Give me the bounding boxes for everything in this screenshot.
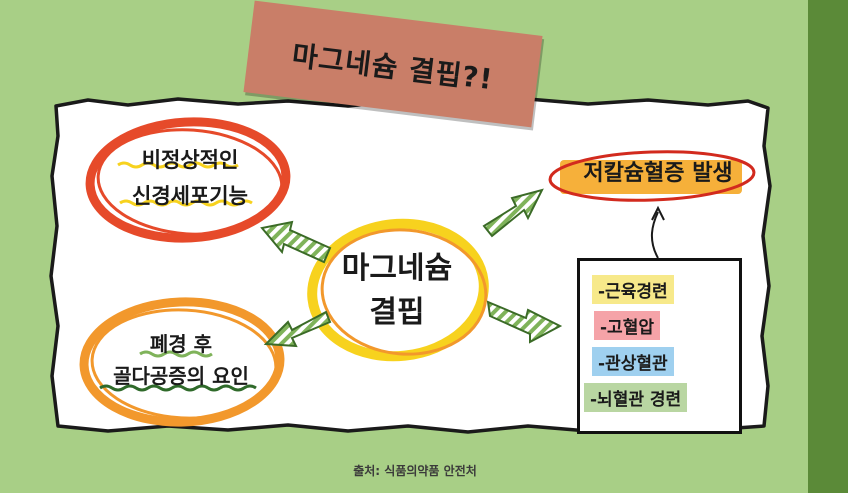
circle-top-left (85, 117, 291, 243)
node-top-left-line1: 비정상적인 (141, 148, 239, 172)
circle-bottom-left (79, 297, 285, 427)
symptom-item: -뇌혈관 경련 (584, 383, 688, 412)
symptom-item: -고혈압 (594, 311, 660, 340)
thin-arrow-up-icon (651, 205, 665, 259)
node-bottom-left-line1: 폐경 후 (149, 332, 213, 356)
node-top-left-line2: 신경세포기능 (132, 184, 248, 208)
node-top-left: 비정상적인 신경세포기능 (105, 142, 275, 214)
circle-center (307, 218, 489, 362)
source-caption: 출처: 식품의약품 안전처 (353, 464, 477, 478)
node-top-right: 저칼슘혈증 발생 (583, 161, 733, 186)
symptom-item: -근육경련 (592, 275, 674, 304)
node-center-line2: 결핍 (369, 295, 425, 330)
symptoms-box: -근육경련 -고혈압 -관상혈관 -뇌혈관 경련 (577, 258, 742, 434)
striped-arrow-icon (260, 188, 563, 348)
node-bottom-left: 폐경 후 골다공증의 요인 (92, 328, 270, 392)
underline-bottom-left-2 (99, 384, 257, 392)
node-bottom-left-line2: 골다공증의 요인 (113, 364, 249, 388)
underline-bottom-left (139, 350, 213, 358)
highlight-top-right (548, 150, 756, 202)
symptom-item: -관상혈관 (592, 347, 674, 376)
underline-top-left (117, 161, 239, 169)
node-center-line1: 마그네슘 (341, 251, 453, 286)
underline-top-left-2 (119, 199, 253, 207)
node-center: 마그네슘 결핍 (322, 247, 472, 335)
right-sidebar-strip (808, 0, 848, 493)
